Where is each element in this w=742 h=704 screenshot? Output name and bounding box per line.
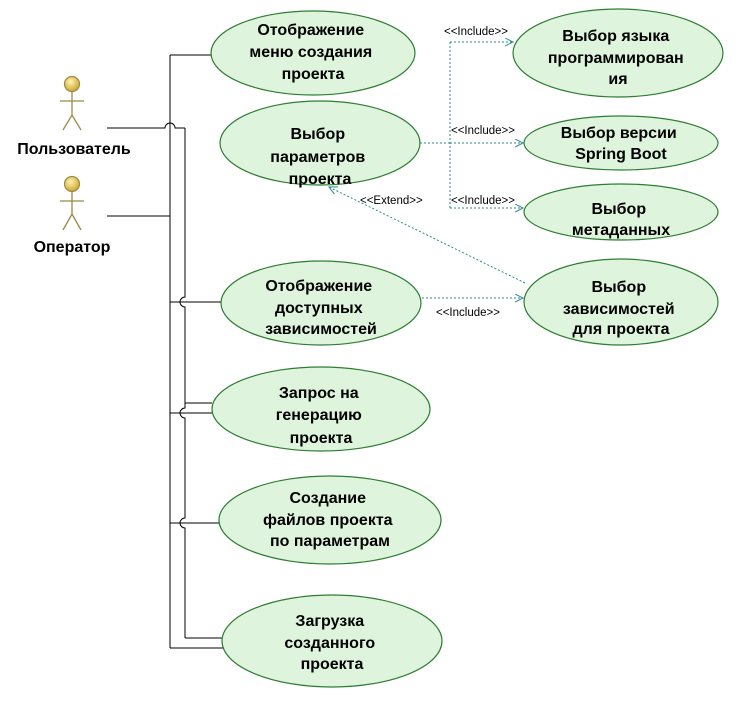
include-lang-label: <<Include>> (444, 26, 508, 38)
actor-operator-head-icon (63, 175, 81, 193)
use-case-create-files: Создание файлов проекта по параметрам (218, 475, 442, 565)
use-case-show-deps: Отображение доступных зависимостей (220, 260, 422, 346)
actor-operator-figure-icon (60, 192, 84, 231)
actor-user-head-icon (63, 75, 81, 93)
actor-user-label: Пользователь (17, 141, 131, 158)
stereotype-labels: <<Include>> <<Include>> <<Include>> <<In… (360, 26, 515, 319)
user-association-line (107, 122, 185, 129)
use-case-request-gen: Запрос на генерацию проекта (211, 366, 431, 452)
use-case-select-lang: Выбор языка программирован ия (512, 8, 724, 98)
svg-text:Выбор версии Spring Boot: Выбор версии Spring Boot (561, 125, 681, 163)
dependency-lines (329, 42, 526, 298)
svg-text:Выбор параметров п: Выбор параметров проекта (270, 126, 369, 188)
actor-user: Пользователь (17, 75, 131, 158)
use-case-select-deps: Выбор зависимостей для проекта (523, 258, 719, 346)
svg-text:Отображение меню создани: Отображение меню создания проекта (249, 22, 376, 83)
svg-text:Выбор метаданных: Выбор метаданных (572, 201, 670, 239)
use-case-download: Загрузка созданного проекта (221, 594, 443, 688)
association-lines (107, 54, 225, 649)
svg-text:Загрузка созданного: Загрузка созданного проекта (284, 613, 379, 673)
include-deps-label: <<Include>> (436, 307, 500, 319)
use-case-select-params: Выбор параметров проекта (219, 100, 421, 188)
user-trunk-line (179, 128, 186, 638)
svg-text:Выбор языка программиров: Выбор языка программирован ия (548, 28, 688, 88)
extend-deps-label: <<Extend>> (360, 195, 423, 207)
include-version-label: <<Include>> (451, 125, 515, 137)
actor-operator: Оператор (34, 175, 111, 256)
svg-text:Создание файлов проекта: Создание файлов проекта по параметрам (263, 490, 397, 550)
svg-text:Запрос на генерацию: Запрос на генерацию проекта (276, 385, 367, 447)
use-case-select-version: Выбор версии Spring Boot (523, 115, 719, 171)
extend-deps-arrow (329, 187, 526, 284)
actor-operator-label: Оператор (34, 239, 111, 256)
svg-text:Отображение доступных: Отображение доступных зависимостей (265, 278, 377, 338)
use-case-select-meta: Выбор метаданных (523, 183, 719, 241)
actor-user-figure-icon (60, 92, 84, 131)
svg-text:Выбор зависимостей: Выбор зависимостей для проекта (563, 279, 679, 338)
include-meta-label: <<Include>> (451, 195, 515, 207)
use-case-show-menu: Отображение меню создания проекта (210, 10, 416, 96)
